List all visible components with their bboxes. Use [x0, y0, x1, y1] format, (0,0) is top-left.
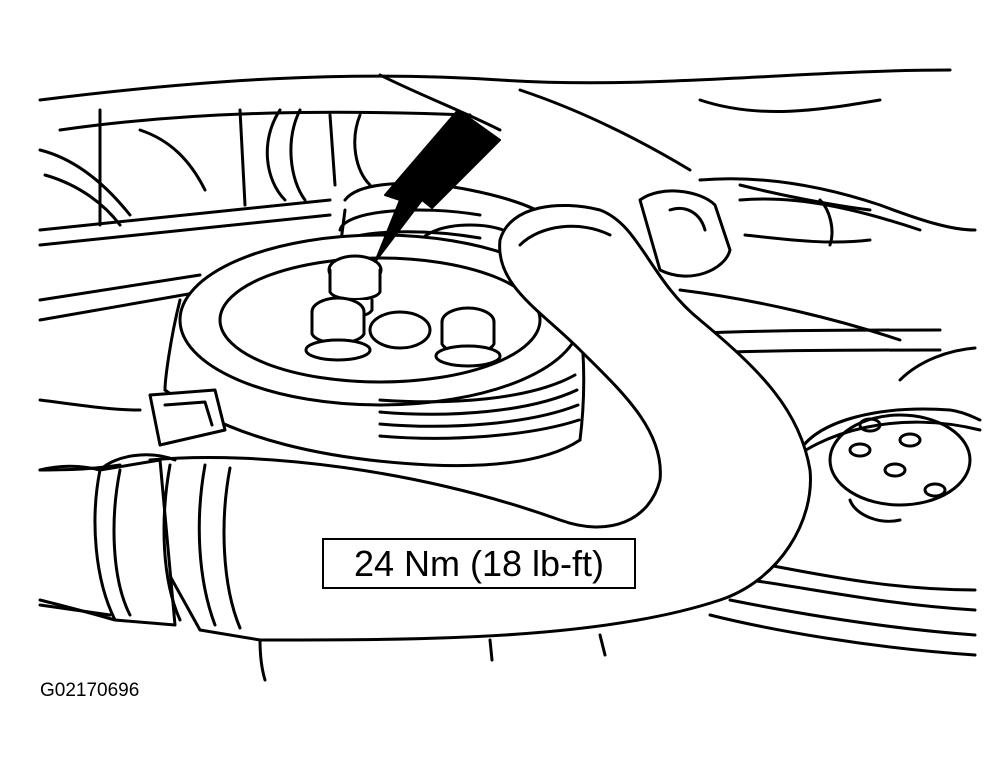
torque-spec-callout: 24 Nm (18 lb-ft) [322, 538, 636, 589]
torque-spec-text: 24 Nm (18 lb-ft) [353, 542, 605, 584]
lower-structure [38, 603, 607, 682]
bolt-left [304, 296, 372, 362]
bolt-right [434, 306, 502, 368]
upper-hose [738, 183, 872, 247]
pointer-arrow [374, 109, 501, 263]
hose-clamp-right [638, 189, 732, 278]
radiator-hose [38, 204, 812, 642]
figure-id: G02170696 [40, 680, 140, 701]
hose-clamp-left [148, 388, 227, 447]
engine-background [38, 68, 977, 472]
